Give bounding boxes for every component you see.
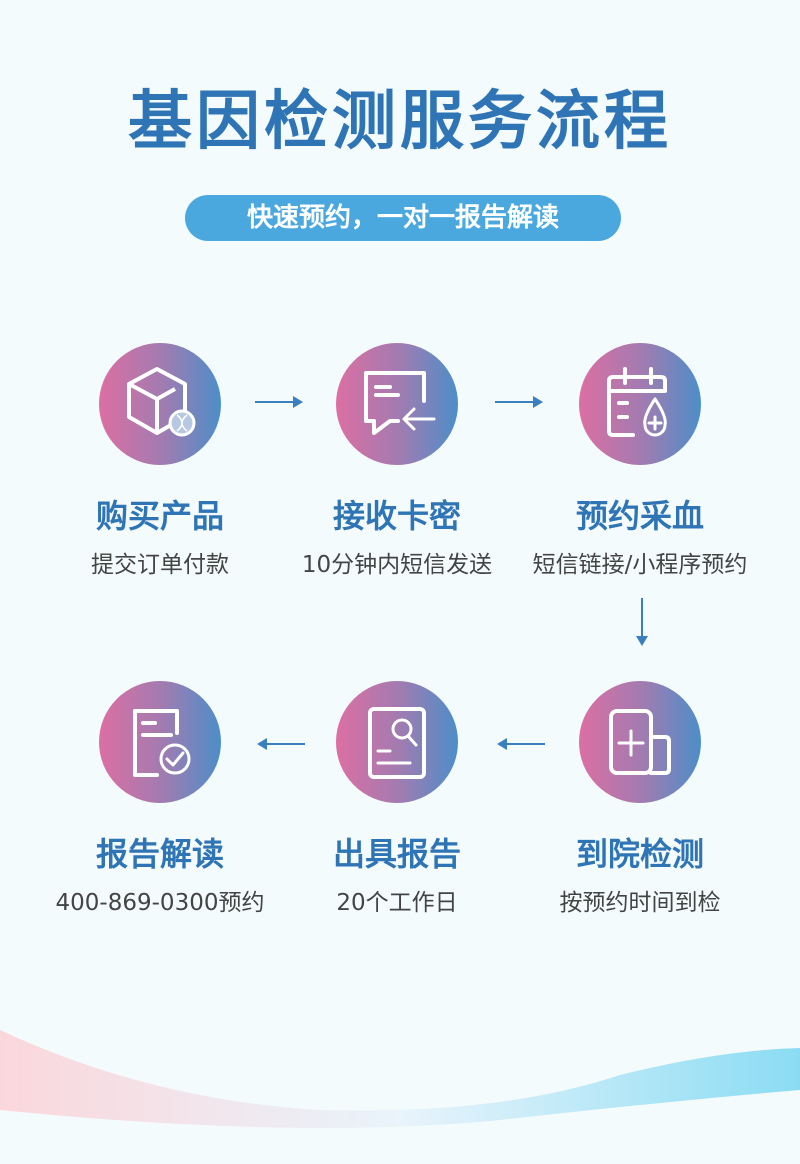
- step-label: 报告解读: [95, 835, 224, 873]
- arrow-right-icon: [495, 396, 543, 408]
- step-desc: 按预约时间到检: [559, 890, 721, 916]
- arrow-left-icon: [497, 738, 545, 750]
- step-book-blood: 预约采血 短信链接/小程序预约: [510, 343, 770, 579]
- hospital-icon: [579, 681, 701, 803]
- step-desc: 提交订单付款: [91, 552, 229, 578]
- step-label: 到院检测: [575, 835, 704, 873]
- step-report-interpret: 报告解读 400-869-0300预约: [30, 681, 290, 917]
- step-label: 出具报告: [332, 835, 461, 873]
- decorative-wave: [0, 1030, 800, 1164]
- step-hospital-test: 到院检测 按预约时间到检: [510, 681, 770, 917]
- message-receive-icon: [336, 343, 458, 465]
- calendar-blood-icon: [579, 343, 701, 465]
- step-receive-code: 接收卡密 10分钟内短信发送: [267, 343, 527, 579]
- step-desc: 短信链接/小程序预约: [532, 552, 748, 578]
- step-label: 预约采血: [575, 497, 704, 535]
- step-issue-report: 出具报告 20个工作日: [267, 681, 527, 917]
- step-label: 接收卡密: [332, 497, 461, 535]
- arrow-down-icon: [636, 598, 648, 646]
- step-desc: 20个工作日: [336, 890, 458, 916]
- step-buy-product: 购买产品 提交订单付款: [30, 343, 290, 579]
- step-desc: 10分钟内短信发送: [301, 552, 493, 578]
- step-label: 购买产品: [95, 497, 224, 535]
- arrow-left-icon: [257, 738, 305, 750]
- page-title: 基因检测服务流程: [128, 85, 672, 159]
- step-desc: 400-869-0300预约: [55, 890, 265, 916]
- report-search-icon: [336, 681, 458, 803]
- subtitle-badge: 快速预约，一对一报告解读: [185, 195, 621, 241]
- box-dna-icon: [99, 343, 221, 465]
- arrow-right-icon: [255, 396, 303, 408]
- report-check-icon: [99, 681, 221, 803]
